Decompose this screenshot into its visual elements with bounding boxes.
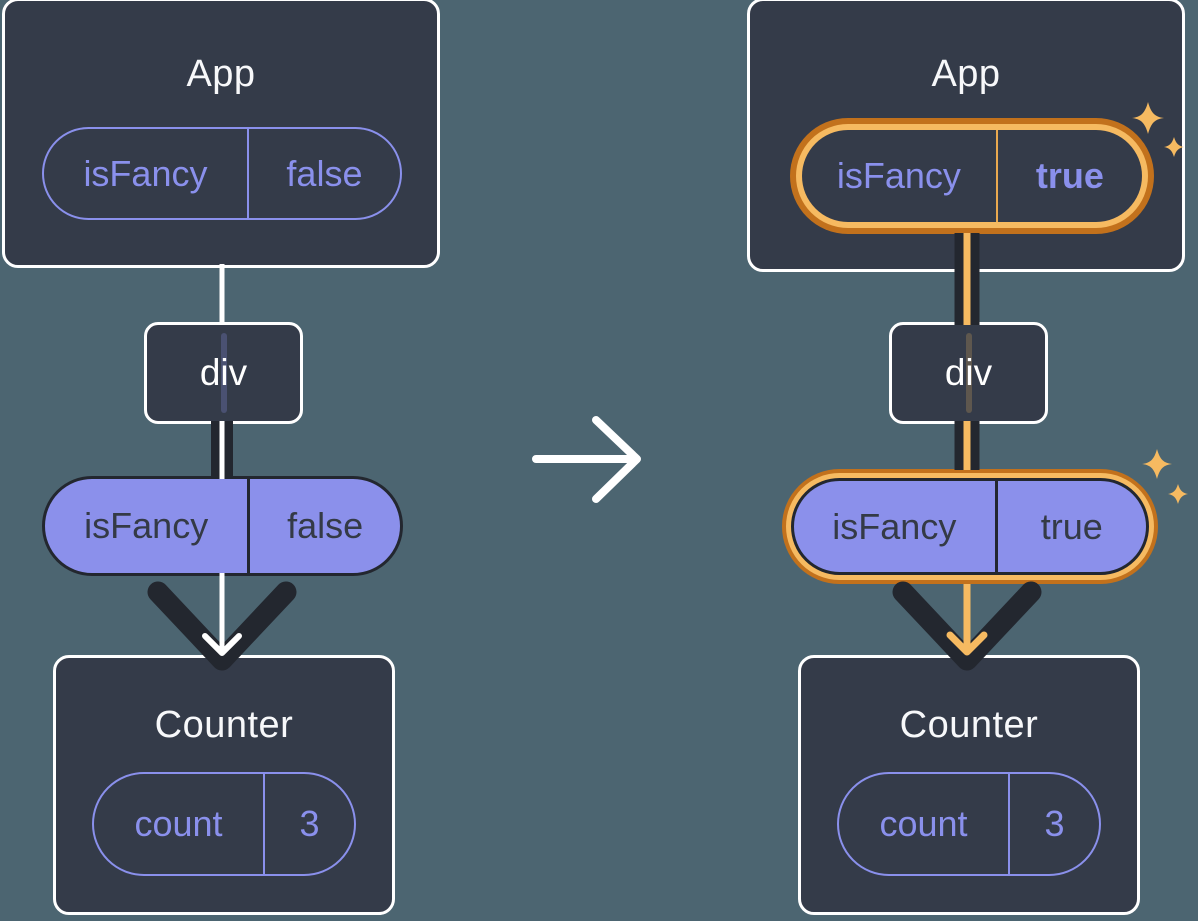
app-state-pill-after-highlighted: isFancy true [802, 130, 1142, 222]
prop-value: true [1035, 155, 1104, 196]
app-state-pill-before: isFancy false [42, 127, 402, 220]
app-title: App [186, 53, 256, 95]
prop-name: isFancy [44, 129, 249, 218]
counter-state-pill-before: count 3 [92, 772, 356, 876]
div-label: div [199, 352, 248, 393]
arrow-tip-before [202, 633, 242, 656]
passed-prop-pill-after-highlighted: isFancy true [791, 478, 1149, 575]
counter-title: Counter [154, 704, 294, 746]
div-node-before: div [144, 322, 303, 424]
prop-name: isFancy [802, 130, 998, 222]
state-value: 3 [1044, 803, 1065, 844]
sparkle-icon [1142, 449, 1172, 479]
prop-name: isFancy [45, 479, 251, 573]
arrowhead-dark-before [147, 581, 297, 671]
state-name: count [94, 774, 265, 874]
arrow-right-icon [532, 416, 641, 503]
prop-value: false [287, 505, 364, 546]
state-value: 3 [299, 803, 320, 844]
prop-value: false [286, 152, 363, 194]
prop-value: true [1040, 505, 1103, 547]
sparkle-icon [1168, 484, 1188, 504]
div-label: div [944, 352, 993, 393]
prop-passthrough-stripe [220, 333, 227, 413]
counter-title: Counter [899, 704, 1039, 746]
prop-name: isFancy [794, 481, 998, 572]
app-title: App [931, 53, 1001, 95]
counter-state-pill-after: count 3 [837, 772, 1101, 876]
state-name: count [839, 774, 1010, 874]
arrow-tip-after [946, 631, 988, 656]
prop-passthrough-stripe [965, 333, 972, 413]
arrowhead-dark-after [892, 581, 1042, 671]
div-node-after: div [889, 322, 1048, 424]
passed-prop-pill-before: isFancy false [42, 476, 403, 576]
